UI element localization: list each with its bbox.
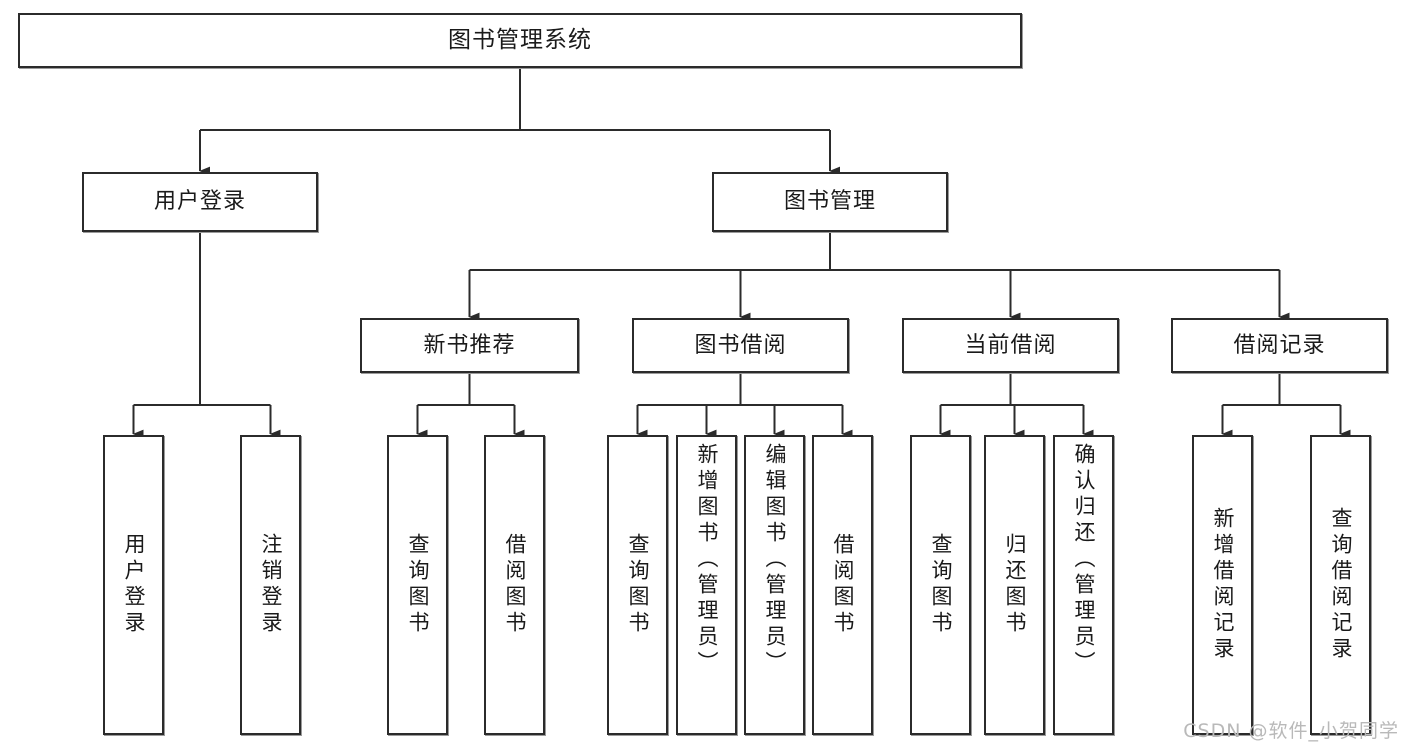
node-label: 图书管理系统 [448,27,592,54]
node-leaf-add-book[interactable]: 新增图书（管理员） [676,435,737,735]
node-book-borrow[interactable]: 图书借阅 [632,318,849,373]
node-leaf-confirm-return[interactable]: 确认归还（管理员） [1053,435,1114,735]
node-leaf-edit-book[interactable]: 编辑图书（管理员） [744,435,805,735]
node-leaf-borrow-book-2[interactable]: 借阅图书 [812,435,873,735]
node-label: 借阅记录 [1233,332,1326,358]
node-label: 借阅图书 [503,533,527,637]
node-borrow-record[interactable]: 借阅记录 [1171,318,1388,373]
node-leaf-query-record[interactable]: 查询借阅记录 [1310,435,1371,735]
node-label: 借阅图书 [831,533,855,637]
node-leaf-borrow-book-1[interactable]: 借阅图书 [484,435,545,735]
node-leaf-query-book-2[interactable]: 查询图书 [607,435,668,735]
node-label: 查询图书 [626,533,650,637]
node-leaf-user-login[interactable]: 用户登录 [103,435,164,735]
node-leaf-add-record[interactable]: 新增借阅记录 [1192,435,1253,735]
node-leaf-return-book[interactable]: 归还图书 [984,435,1045,735]
node-label: 查询图书 [929,533,953,637]
node-new-book-recommend[interactable]: 新书推荐 [360,318,579,373]
node-label: 查询图书 [406,533,430,637]
node-label: 新增图书（管理员） [695,443,719,677]
node-label: 用户登录 [153,189,246,215]
node-label: 编辑图书（管理员） [763,443,787,677]
node-label: 新增借阅记录 [1211,507,1235,663]
csdn-watermark: CSDN @软件_小贺同学 [1183,720,1399,742]
node-book-manage[interactable]: 图书管理 [712,172,948,232]
node-label: 确认归还（管理员） [1072,443,1096,677]
node-label: 当前借阅 [964,332,1057,358]
node-leaf-user-logout[interactable]: 注销登录 [240,435,301,735]
node-label: 归还图书 [1003,533,1027,637]
node-leaf-query-book-1[interactable]: 查询图书 [387,435,448,735]
node-label: 图书管理 [783,189,876,215]
node-root[interactable]: 图书管理系统 [18,13,1022,68]
node-label: 图书借阅 [694,332,787,358]
node-label: 新书推荐 [423,332,516,358]
node-label: 用户登录 [122,533,146,637]
node-leaf-query-book-3[interactable]: 查询图书 [910,435,971,735]
node-label: 查询借阅记录 [1329,507,1353,663]
node-current-borrow[interactable]: 当前借阅 [902,318,1119,373]
node-label: 注销登录 [259,533,283,637]
node-user-login[interactable]: 用户登录 [82,172,318,232]
